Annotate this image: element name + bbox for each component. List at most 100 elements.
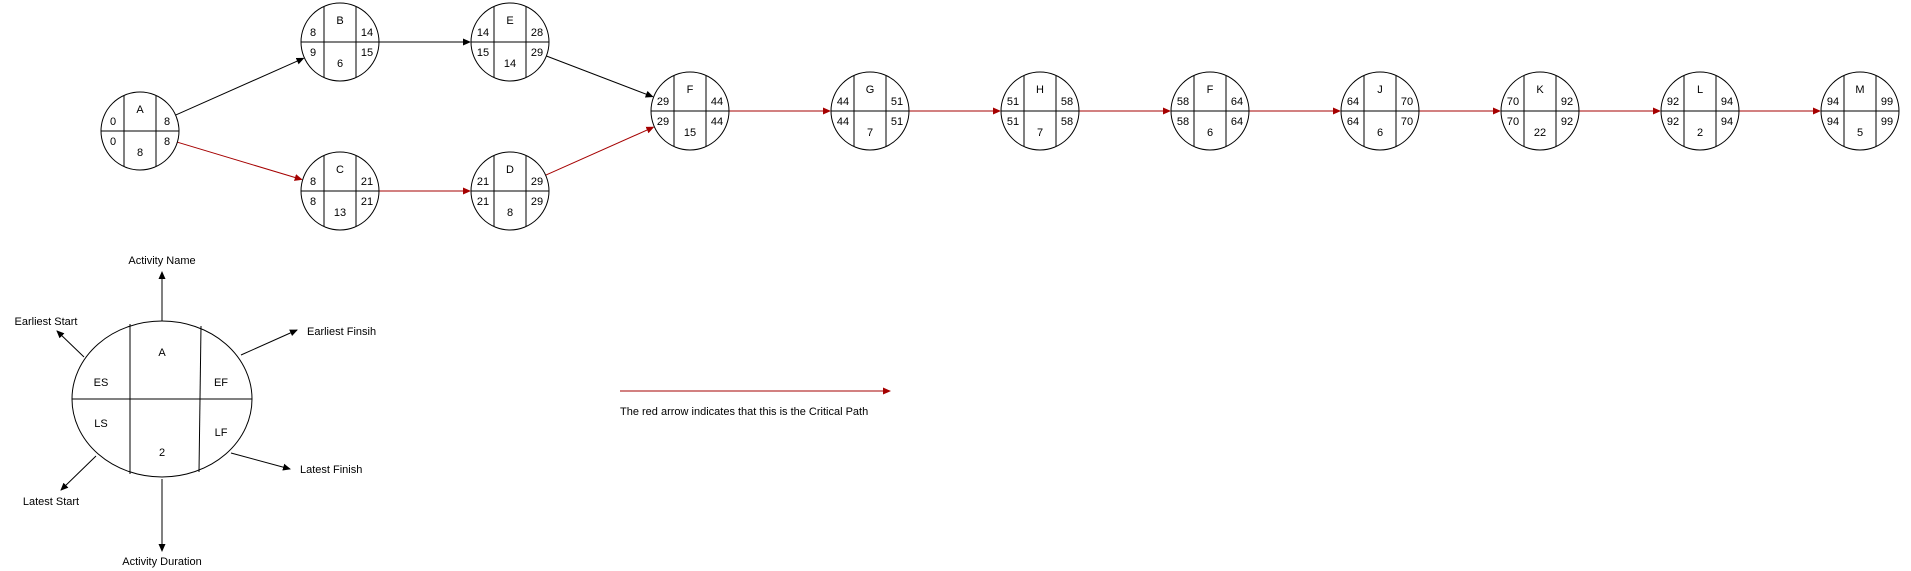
legend-node-es: ES (94, 377, 109, 389)
earliest-start: 51 (1007, 96, 1019, 108)
activity-duration: 7 (867, 127, 873, 139)
activity-duration: 15 (684, 127, 696, 139)
latest-start: 94 (1827, 116, 1839, 128)
latest-finish: 15 (361, 47, 373, 59)
activity-name: C (336, 164, 344, 176)
activity-duration: 6 (1207, 127, 1213, 139)
earliest-finish: 44 (711, 96, 723, 108)
activity-duration: 14 (504, 58, 516, 70)
activity-duration: 2 (1697, 127, 1703, 139)
activity-name: D (506, 164, 514, 176)
earliest-start: 8 (310, 176, 316, 188)
activity-name: F (1207, 84, 1214, 96)
latest-start: 58 (1177, 116, 1189, 128)
earliest-start: 58 (1177, 96, 1189, 108)
latest-finish: 99 (1881, 116, 1893, 128)
edge-D-F1 (545, 126, 655, 176)
earliest-finish: 8 (164, 116, 170, 128)
earliest-finish: 94 (1721, 96, 1733, 108)
edges-layer (175, 38, 1821, 195)
activity-name: A (136, 104, 144, 116)
latest-start: 51 (1007, 116, 1019, 128)
latest-start: 9 (310, 47, 316, 59)
legend-label-activity-duration: Activity Duration (122, 556, 201, 568)
latest-finish: 21 (361, 196, 373, 208)
earliest-finish: 21 (361, 176, 373, 188)
edge-A-C (177, 141, 303, 181)
legend-label-activity-name: Activity Name (128, 255, 195, 267)
latest-finish: 58 (1061, 116, 1073, 128)
earliest-start: 0 (110, 116, 116, 128)
earliest-finish: 28 (531, 27, 543, 39)
earliest-finish: 64 (1231, 96, 1243, 108)
legend-arrow-latest-finish (230, 452, 291, 471)
activity-duration: 22 (1534, 127, 1546, 139)
activity-name: L (1697, 84, 1703, 96)
legend: A ES EF LS LF 2 Activity Name Earliest S… (15, 255, 377, 568)
legend-label-earliest-finish: Earliest Finsih (307, 326, 376, 338)
earliest-finish: 70 (1401, 96, 1413, 108)
activity-name: H (1036, 84, 1044, 96)
legend-node-lf: LF (215, 427, 228, 439)
critical-path-note: The red arrow indicates that this is the… (620, 387, 891, 418)
latest-finish: 64 (1231, 116, 1243, 128)
earliest-start: 64 (1347, 96, 1359, 108)
latest-finish: 92 (1561, 116, 1573, 128)
latest-start: 0 (110, 136, 116, 148)
legend-arrow-latest-start (60, 455, 97, 491)
activity-duration: 13 (334, 207, 346, 219)
earliest-finish: 99 (1881, 96, 1893, 108)
activity-duration: 8 (137, 147, 143, 159)
earliest-start: 92 (1667, 96, 1679, 108)
earliest-finish: 29 (531, 176, 543, 188)
earliest-start: 29 (657, 96, 669, 108)
earliest-finish: 51 (891, 96, 903, 108)
critical-path-note-text: The red arrow indicates that this is the… (620, 406, 868, 418)
latest-finish: 70 (1401, 116, 1413, 128)
latest-finish: 29 (531, 47, 543, 59)
activity-node-h: H 51 58 51 58 7 (1000, 71, 1080, 151)
latest-finish: 44 (711, 116, 723, 128)
activity-duration: 8 (507, 207, 513, 219)
legend-node-duration: 2 (159, 447, 165, 459)
activity-name: F (687, 84, 694, 96)
edge-E-F1 (546, 55, 654, 98)
legend-label-earliest-start: Earliest Start (15, 316, 78, 328)
activity-node-f2: F 58 64 58 64 6 (1170, 71, 1250, 151)
activity-name: B (336, 15, 343, 27)
earliest-start: 14 (477, 27, 489, 39)
activity-duration: 7 (1037, 127, 1043, 139)
latest-finish: 29 (531, 196, 543, 208)
earliest-finish: 92 (1561, 96, 1573, 108)
legend-arrow-earliest-start (56, 330, 85, 358)
earliest-start: 8 (310, 27, 316, 39)
latest-start: 44 (837, 116, 849, 128)
edge-A-B (175, 57, 305, 116)
legend-label-latest-start: Latest Start (23, 496, 79, 508)
activity-duration: 6 (337, 58, 343, 70)
activity-duration: 6 (1377, 127, 1383, 139)
activity-name: K (1536, 84, 1544, 96)
activity-name: J (1377, 84, 1383, 96)
latest-start: 29 (657, 116, 669, 128)
earliest-finish: 58 (1061, 96, 1073, 108)
legend-arrow-earliest-finish (240, 329, 298, 356)
activity-duration: 5 (1857, 127, 1863, 139)
latest-start: 8 (310, 196, 316, 208)
earliest-start: 94 (1827, 96, 1839, 108)
activity-name: M (1855, 84, 1864, 96)
latest-start: 92 (1667, 116, 1679, 128)
legend-node-name: A (158, 347, 166, 359)
earliest-start: 21 (477, 176, 489, 188)
latest-start: 70 (1507, 116, 1519, 128)
latest-start: 64 (1347, 116, 1359, 128)
